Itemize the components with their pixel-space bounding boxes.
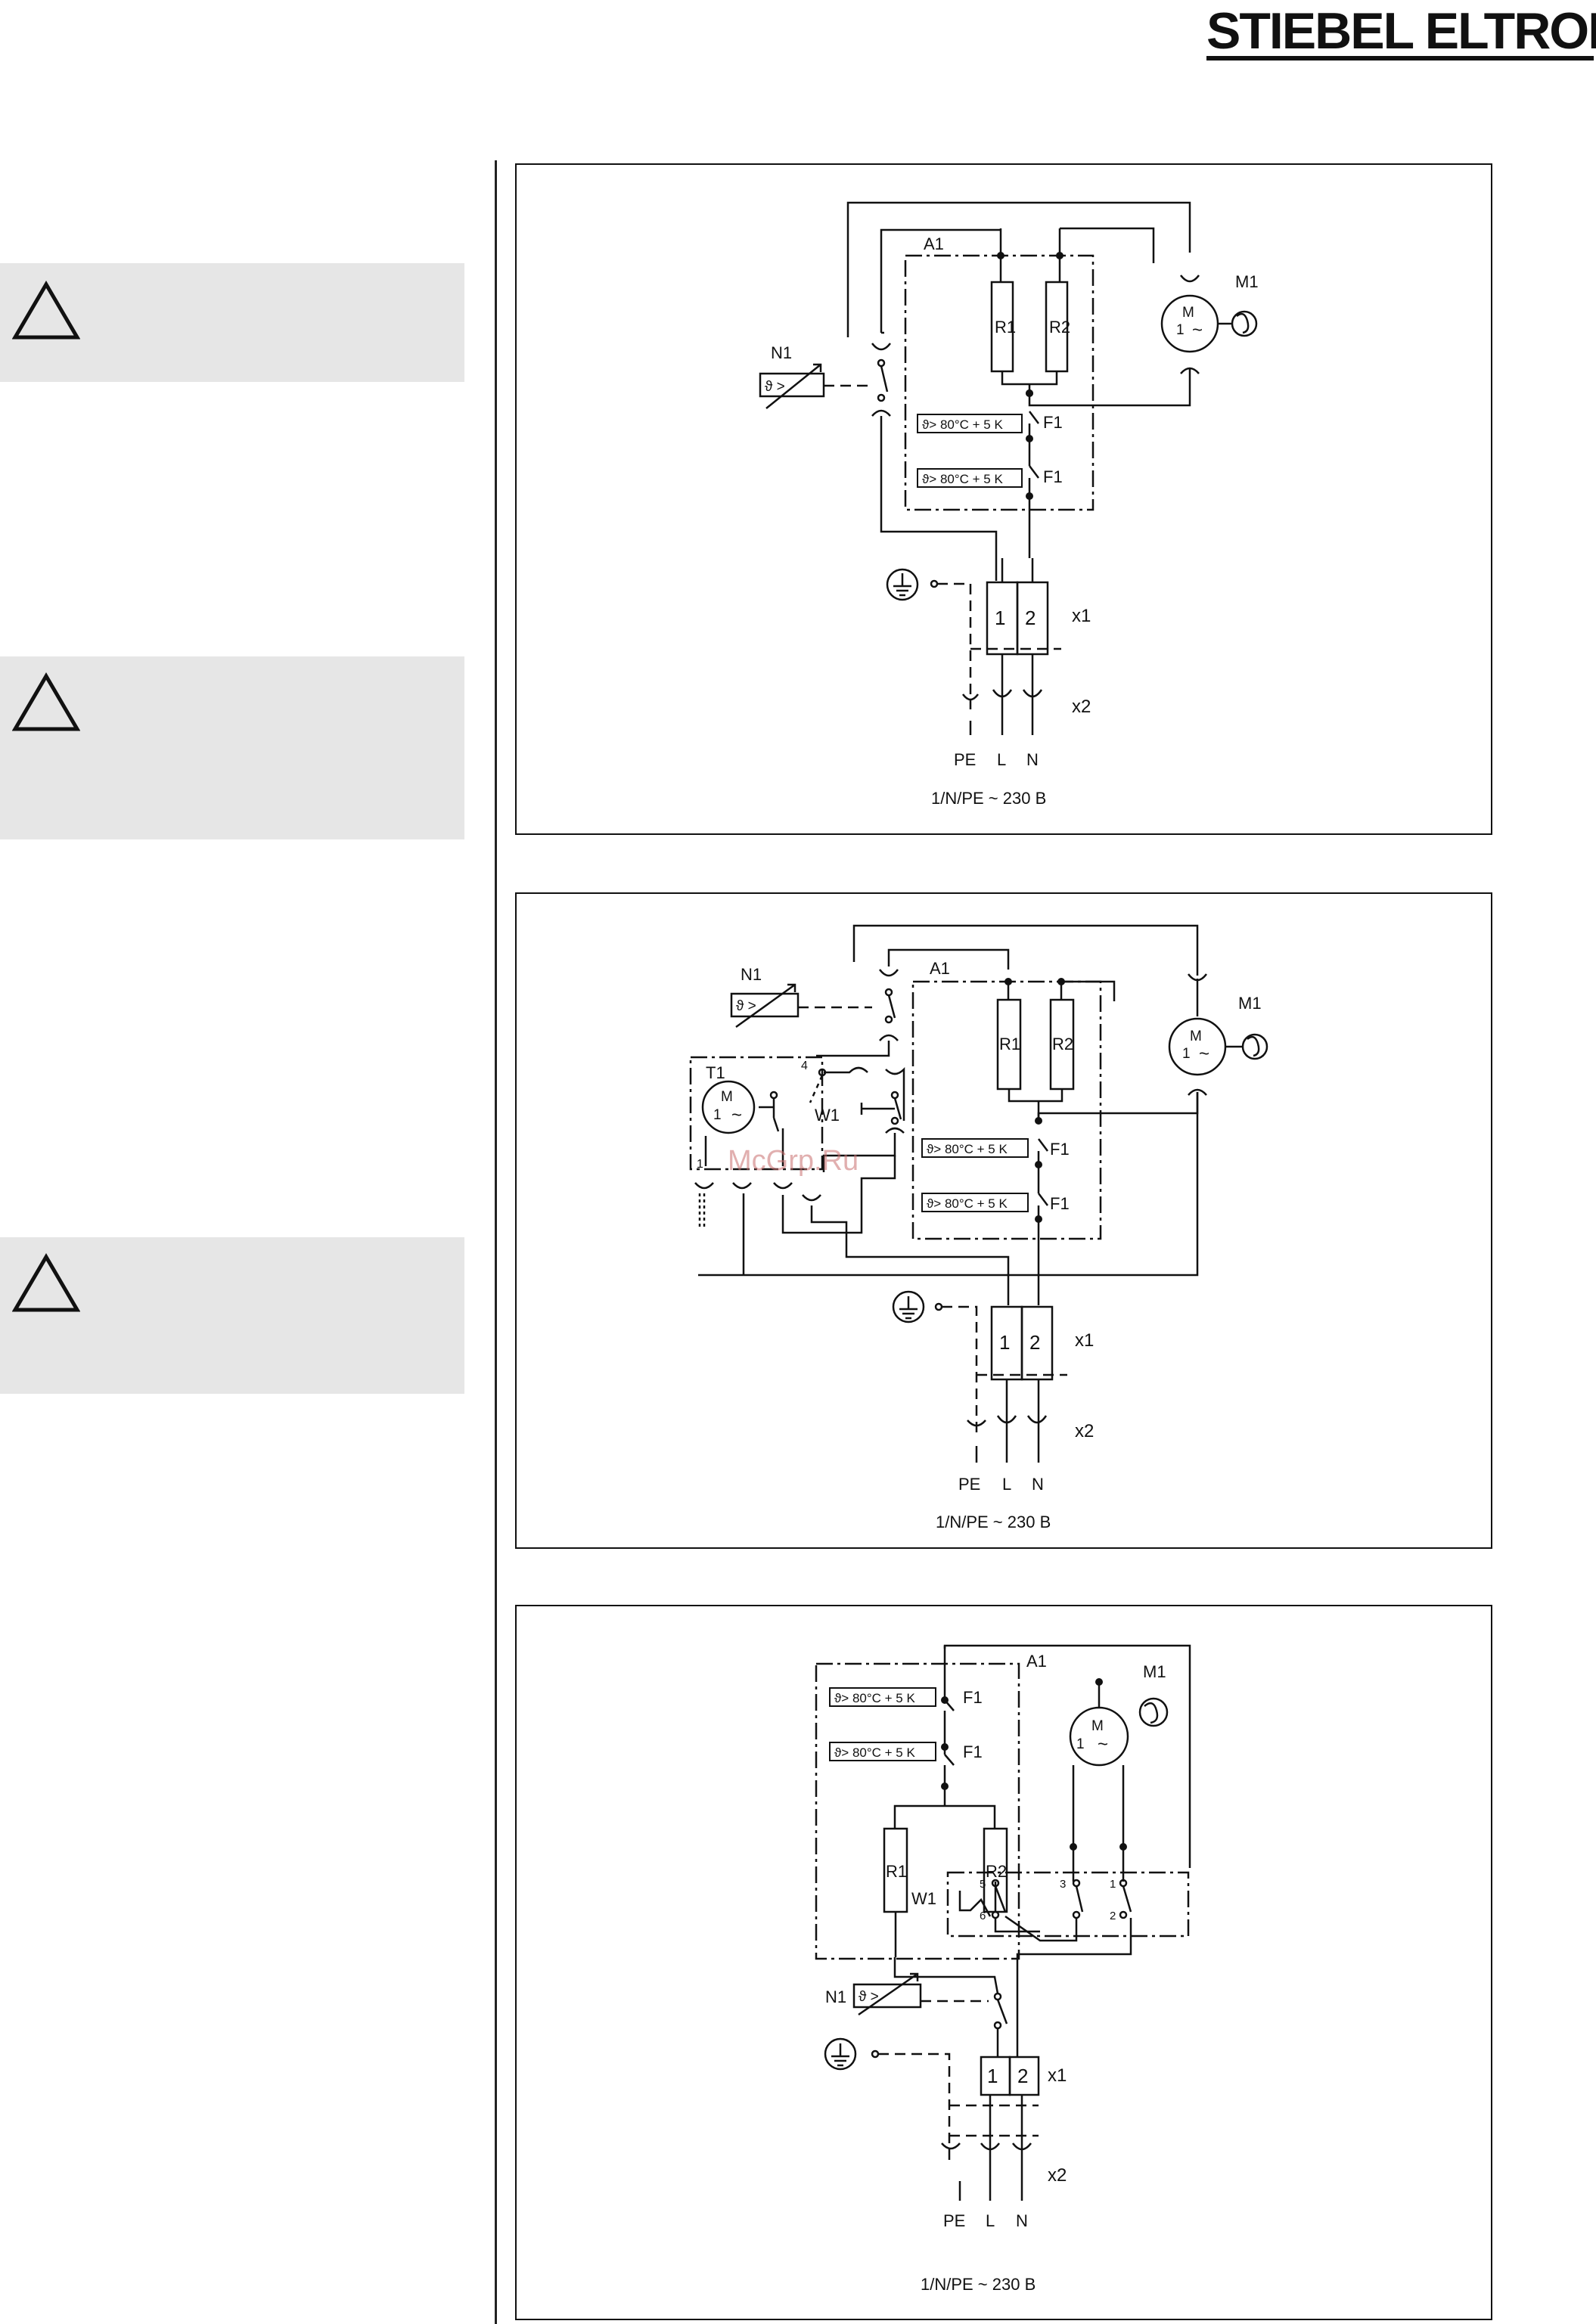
wiring-diagram-1: ϑ> 80°C + 5 K ϑ> 80°C + 5 K F1 F1 A1 R1 … xyxy=(515,163,1492,835)
pe-label: PE xyxy=(958,1475,980,1494)
motor-tilde-label: ~ xyxy=(1199,1044,1209,1064)
pe-label: PE xyxy=(943,2211,965,2230)
motor-m-label: M xyxy=(1190,1029,1202,1044)
a1-label: A1 xyxy=(924,234,944,253)
f1-label: F1 xyxy=(1043,467,1063,486)
diagram-3-drawing: ϑ> 80°C + 5 K ϑ> 80°C + 5 K F1 F1 A1 R1 … xyxy=(815,1644,1191,2294)
n1-label: N1 xyxy=(741,965,762,984)
l-label: L xyxy=(997,750,1006,769)
wiring-diagram-2: ϑ> 80°C + 5 K ϑ> 80°C + 5 K F1 F1 A1 R1 … xyxy=(515,892,1492,1549)
l-label: L xyxy=(986,2211,995,2230)
r2-label: R2 xyxy=(1049,318,1070,337)
m1-label: M1 xyxy=(1143,1662,1166,1681)
thermostat-symbol: ϑ > xyxy=(736,998,756,1014)
thermal-cutout-label: ϑ> 80°C + 5 K xyxy=(834,1691,915,1705)
diagram-1-drawing: ϑ> 80°C + 5 K ϑ> 80°C + 5 K F1 F1 A1 R1 … xyxy=(759,201,1259,808)
motor-m-label: M xyxy=(721,1089,733,1105)
supply-label: 1/N/PE ~ 230 B xyxy=(921,2275,1036,2294)
x2-label: x2 xyxy=(1048,2165,1067,2186)
w1-label: W1 xyxy=(815,1106,840,1125)
terminal-1-label: 1 xyxy=(999,1331,1010,1354)
brand-logo: STIEBEL ELTRON xyxy=(1206,2,1596,60)
terminal-2-label: 2 xyxy=(1110,1910,1116,1922)
r2-label: R2 xyxy=(986,1862,1007,1881)
motor-tilde-label: ~ xyxy=(1098,1734,1108,1755)
f1-label: F1 xyxy=(1050,1140,1070,1159)
column-divider xyxy=(495,160,497,2324)
terminal-1-label: 1 xyxy=(697,1158,703,1171)
n1-label: N1 xyxy=(825,1987,846,2006)
terminal-2-label: 2 xyxy=(1017,2065,1028,2087)
terminal-1-label: 1 xyxy=(987,2065,998,2087)
motor-m-label: M xyxy=(1091,1718,1104,1734)
brand-underline xyxy=(1206,56,1594,61)
a1-label: A1 xyxy=(1026,1652,1047,1671)
l-label: L xyxy=(1002,1475,1011,1494)
terminal-2-label: 2 xyxy=(1029,1331,1040,1354)
m1-label: M1 xyxy=(1238,994,1262,1013)
terminal-5-label: 5 xyxy=(980,1878,986,1891)
diagram-2-drawing: ϑ> 80°C + 5 K ϑ> 80°C + 5 K F1 F1 A1 R1 … xyxy=(689,924,1268,1531)
x2-label: x2 xyxy=(1075,1421,1094,1441)
warning-panel-3 xyxy=(0,1237,464,1394)
terminal-4-label: 4 xyxy=(801,1060,808,1072)
terminal-6-label: 6 xyxy=(980,1910,986,1922)
warning-triangle-icon xyxy=(12,281,80,340)
thermostat-symbol: ϑ > xyxy=(765,379,785,395)
w1-label: W1 xyxy=(911,1889,936,1908)
f1-label: F1 xyxy=(1043,413,1063,432)
x1-label: x1 xyxy=(1075,1330,1094,1351)
terminal-1-label: 1 xyxy=(995,607,1005,629)
watermark: McGrp.Ru xyxy=(728,1145,859,1177)
thermal-cutout-label: ϑ> 80°C + 5 K xyxy=(834,1745,915,1760)
a1-label: A1 xyxy=(930,959,950,978)
motor-1-label: 1 xyxy=(1182,1046,1191,1062)
t1-label: T1 xyxy=(706,1063,725,1082)
pe-label: PE xyxy=(954,750,976,769)
x1-label: x1 xyxy=(1048,2065,1067,2086)
m1-label: M1 xyxy=(1235,272,1259,291)
thermostat-symbol: ϑ > xyxy=(859,1989,879,2005)
f1-label: F1 xyxy=(963,1688,983,1707)
n-label: N xyxy=(1032,1475,1044,1494)
r2-label: R2 xyxy=(1052,1035,1073,1053)
x2-label: x2 xyxy=(1072,697,1091,717)
terminal-1-label: 1 xyxy=(1110,1878,1116,1891)
terminal-2-label: 2 xyxy=(1025,607,1036,629)
thermal-cutout-label: ϑ> 80°C + 5 K xyxy=(922,472,1003,486)
thermal-cutout-label: ϑ> 80°C + 5 K xyxy=(922,417,1003,432)
f1-label: F1 xyxy=(963,1742,983,1761)
terminal-3-label: 3 xyxy=(1060,1878,1066,1891)
thermal-cutout-label: ϑ> 80°C + 5 K xyxy=(927,1142,1008,1156)
warning-panel-2 xyxy=(0,656,464,839)
n1-label: N1 xyxy=(771,343,792,362)
motor-1-label: 1 xyxy=(713,1107,722,1123)
thermal-cutout-label: ϑ> 80°C + 5 K xyxy=(927,1196,1008,1211)
n-label: N xyxy=(1026,750,1039,769)
warning-triangle-icon xyxy=(12,1253,80,1312)
motor-1-label: 1 xyxy=(1076,1736,1085,1752)
supply-label: 1/N/PE ~ 230 B xyxy=(936,1513,1051,1531)
motor-1-label: 1 xyxy=(1176,322,1185,338)
r1-label: R1 xyxy=(886,1862,907,1881)
r1-label: R1 xyxy=(999,1035,1020,1053)
motor-m-label: M xyxy=(1182,305,1194,321)
f1-label: F1 xyxy=(1050,1194,1070,1213)
supply-label: 1/N/PE ~ 230 B xyxy=(931,789,1046,808)
x1-label: x1 xyxy=(1072,606,1091,626)
motor-tilde-label: ~ xyxy=(1192,320,1203,340)
motor-tilde-label: ~ xyxy=(731,1105,742,1125)
warning-triangle-icon xyxy=(12,672,80,731)
r1-label: R1 xyxy=(995,318,1016,337)
n-label: N xyxy=(1016,2211,1028,2230)
warning-panel-1 xyxy=(0,263,464,382)
wiring-diagram-3: ϑ> 80°C + 5 K ϑ> 80°C + 5 K F1 F1 A1 R1 … xyxy=(515,1605,1492,2320)
